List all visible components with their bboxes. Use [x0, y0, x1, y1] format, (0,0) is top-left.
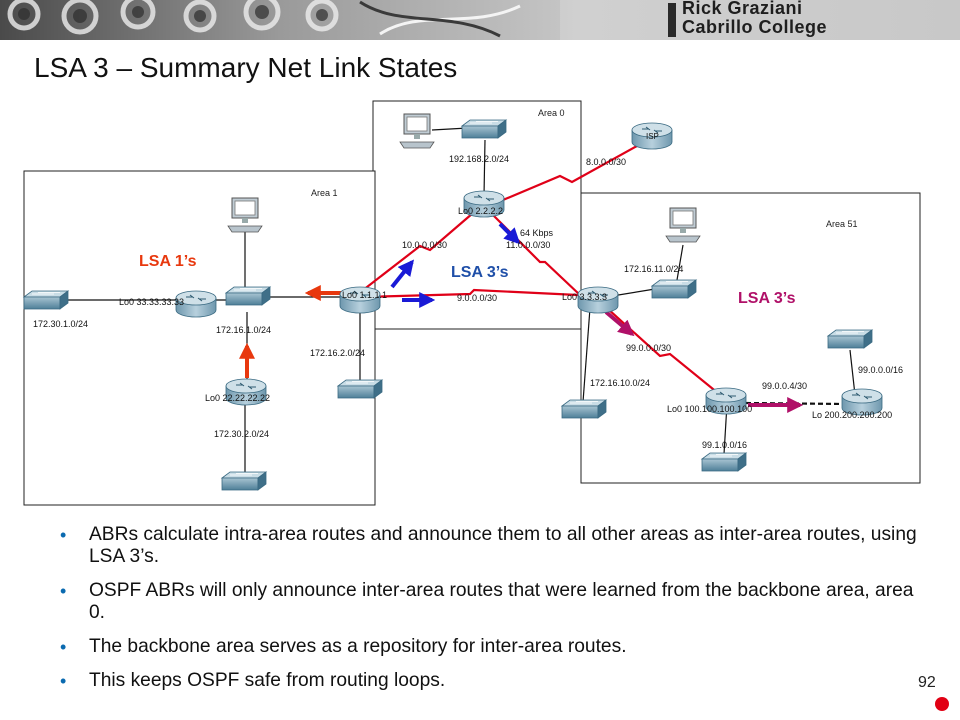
- switch-99-icon[interactable]: [827, 329, 873, 349]
- label-net-17216-11: 172.16.11.0/24: [624, 264, 683, 274]
- switch-192-icon[interactable]: [461, 119, 507, 139]
- bullet-item: • OSPF ABRs will only announce inter-area…: [60, 580, 920, 624]
- header-band: Rick Graziani Cabrillo College: [0, 0, 960, 40]
- link-r3-sw10: [582, 307, 591, 403]
- area1-box: [23, 170, 376, 506]
- bullet-list: • ABRs calculate intra-area routes and an…: [60, 524, 920, 704]
- serial-r1-r2: [357, 206, 481, 295]
- area51-label: Area 51: [826, 219, 858, 229]
- bullet-item: • ABRs calculate intra-area routes and an…: [60, 524, 920, 568]
- arrow-lsa3-r1-r2: [390, 259, 414, 289]
- label-net-99-4: 99.0.0.4/30: [762, 381, 807, 391]
- label-net-192: 192.168.2.0/24: [449, 154, 509, 164]
- switch-991-icon[interactable]: [701, 452, 747, 472]
- label-lo-22: Lo0 22.22.22.22: [205, 393, 270, 403]
- serial-r1-r3: [361, 288, 579, 299]
- label-lo-3333: Lo0 3.3.3.3: [562, 292, 607, 302]
- arrow-lsa3-r2-r3: [498, 222, 521, 245]
- label-net-17216-1: 172.16.1.0/24: [216, 325, 271, 335]
- brand-name: Rick Graziani: [682, 0, 803, 18]
- serial-r2-isp: [483, 140, 647, 210]
- lsa3-area51-label: LSA 3’s: [738, 290, 796, 307]
- label-net-10: 10.0.0.0/30: [402, 240, 447, 250]
- bullet-text: This keeps OSPF safe from routing loops.: [89, 670, 446, 691]
- brand-block: Rick Graziani Cabrillo College: [668, 0, 960, 40]
- pc-area51-icon[interactable]: [665, 207, 701, 243]
- label-net-17230-2: 172.30.2.0/24: [214, 429, 269, 439]
- switch-17230-2-icon[interactable]: [221, 471, 267, 491]
- label-net-11: 11.0.0.0/30: [506, 240, 550, 250]
- lsa3-backbone-label: LSA 3’s: [451, 264, 509, 281]
- bullet-icon: •: [60, 581, 67, 601]
- bullet-item: • This keeps OSPF safe from routing loops…: [60, 670, 920, 692]
- lsa1-label: LSA 1’s: [139, 253, 197, 270]
- bullet-icon: •: [60, 671, 67, 691]
- link-pc51-sw11: [676, 244, 684, 281]
- switch-17230-1-icon[interactable]: [23, 290, 69, 310]
- isp-label: ISP: [646, 132, 659, 141]
- header-photo: [0, 0, 560, 40]
- label-net-991: 99.1.0.0/16: [702, 440, 747, 450]
- slide-number: 92: [918, 674, 936, 691]
- page-title: LSA 3 – Summary Net Link States: [34, 52, 458, 83]
- link-sw0-r2: [483, 139, 486, 197]
- label-net-9: 9.0.0.0/30: [457, 293, 497, 303]
- record-indicator-icon: [935, 697, 949, 711]
- label-lo-100: Lo0 100.100.100.100: [667, 404, 752, 414]
- label-lo-1111: Lo0 1.1.1.1: [342, 290, 387, 300]
- pc-area0-icon[interactable]: [399, 113, 435, 149]
- label-net-99-16: 99.0.0.0/16: [858, 365, 903, 375]
- college-logo: [668, 3, 676, 37]
- label-net-17230-1: 172.30.1.0/24: [33, 319, 88, 329]
- area0-label: Area 0: [538, 108, 565, 118]
- arrow-lsa3-r3-r100: [604, 310, 635, 337]
- switch-17216-1-icon[interactable]: [225, 286, 271, 306]
- bullet-text: The backbone area serves as a repository…: [89, 636, 627, 657]
- lsa-arrows: [239, 222, 804, 413]
- label-net-17216-10: 172.16.10.0/24: [590, 378, 650, 388]
- bullet-text: ABRs calculate intra-area routes and ann…: [89, 524, 917, 567]
- label-lo-33: Lo0 33.33.33.33: [119, 297, 184, 307]
- bullet-text: OSPF ABRs will only announce inter-area …: [89, 580, 914, 623]
- switch-17216-11-icon[interactable]: [651, 279, 697, 299]
- bullet-icon: •: [60, 525, 67, 545]
- label-net-17216-2: 172.16.2.0/24: [310, 348, 365, 358]
- label-net-99-0: 99.0.0.0/30: [626, 343, 671, 353]
- isp-router-icon[interactable]: ISP: [631, 122, 673, 150]
- area1-label: Area 1: [311, 188, 338, 198]
- label-kbps: 64 Kbps: [520, 228, 554, 238]
- label-net-8: 8.0.0.0/30: [586, 157, 626, 167]
- label-lo-2222: Lo0 2.2.2.2: [458, 206, 503, 216]
- bullet-icon: •: [60, 637, 67, 657]
- pc-area1-icon[interactable]: [227, 197, 263, 233]
- switch-17216-2-icon[interactable]: [337, 379, 383, 399]
- switch-17216-10-icon[interactable]: [561, 399, 607, 419]
- link-r200-sw99: [849, 349, 856, 396]
- label-lo-200: Lo 200.200.200.200: [812, 410, 892, 420]
- brand-college: Cabrillo College: [682, 17, 828, 37]
- bullet-item: • The backbone area serves as a repositor…: [60, 636, 920, 658]
